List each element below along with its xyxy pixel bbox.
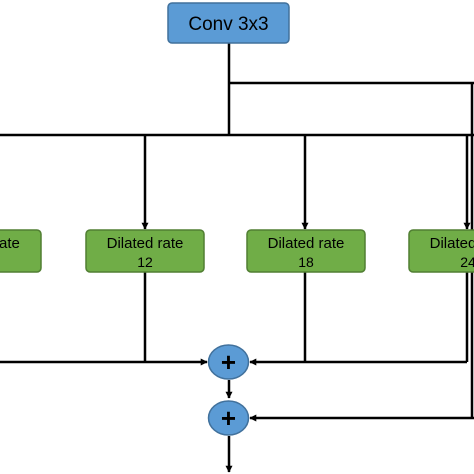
dilated-box-2	[85, 229, 205, 273]
dilated-box-4	[408, 229, 474, 273]
dilated-box-3	[246, 229, 366, 273]
conv-box	[167, 2, 290, 44]
dilated-label-3-line1: Dilated rate	[268, 235, 345, 252]
dilated-node-3: Dilated rate 18	[246, 229, 366, 273]
dilated-box-1	[0, 229, 42, 273]
adder-2-circle	[207, 400, 250, 436]
conv-node: Conv 3x3	[167, 2, 290, 44]
adder-2: +	[207, 400, 250, 436]
adder-1: +	[207, 344, 250, 380]
plus-icon: +	[221, 347, 236, 377]
plus-icon: +	[221, 403, 236, 433]
adder-1-circle	[207, 344, 250, 380]
dilated-node-2: Dilated rate 12	[85, 229, 205, 273]
dilated-label-2-line1: Dilated rate	[107, 235, 184, 252]
dilated-label-2-line2: 12	[137, 254, 153, 270]
conv-label: Conv 3x3	[188, 14, 268, 35]
dilated-label-4-line1: Dilated rate	[430, 235, 474, 252]
dilated-label-1-line1: Dilated rate	[0, 235, 20, 252]
dilated-node-1: Dilated rate 6	[0, 229, 42, 273]
dilated-node-4: Dilated rate 24	[408, 229, 474, 273]
dilated-label-4-line2: 24	[460, 254, 474, 270]
dilated-label-3-line2: 18	[298, 254, 314, 270]
